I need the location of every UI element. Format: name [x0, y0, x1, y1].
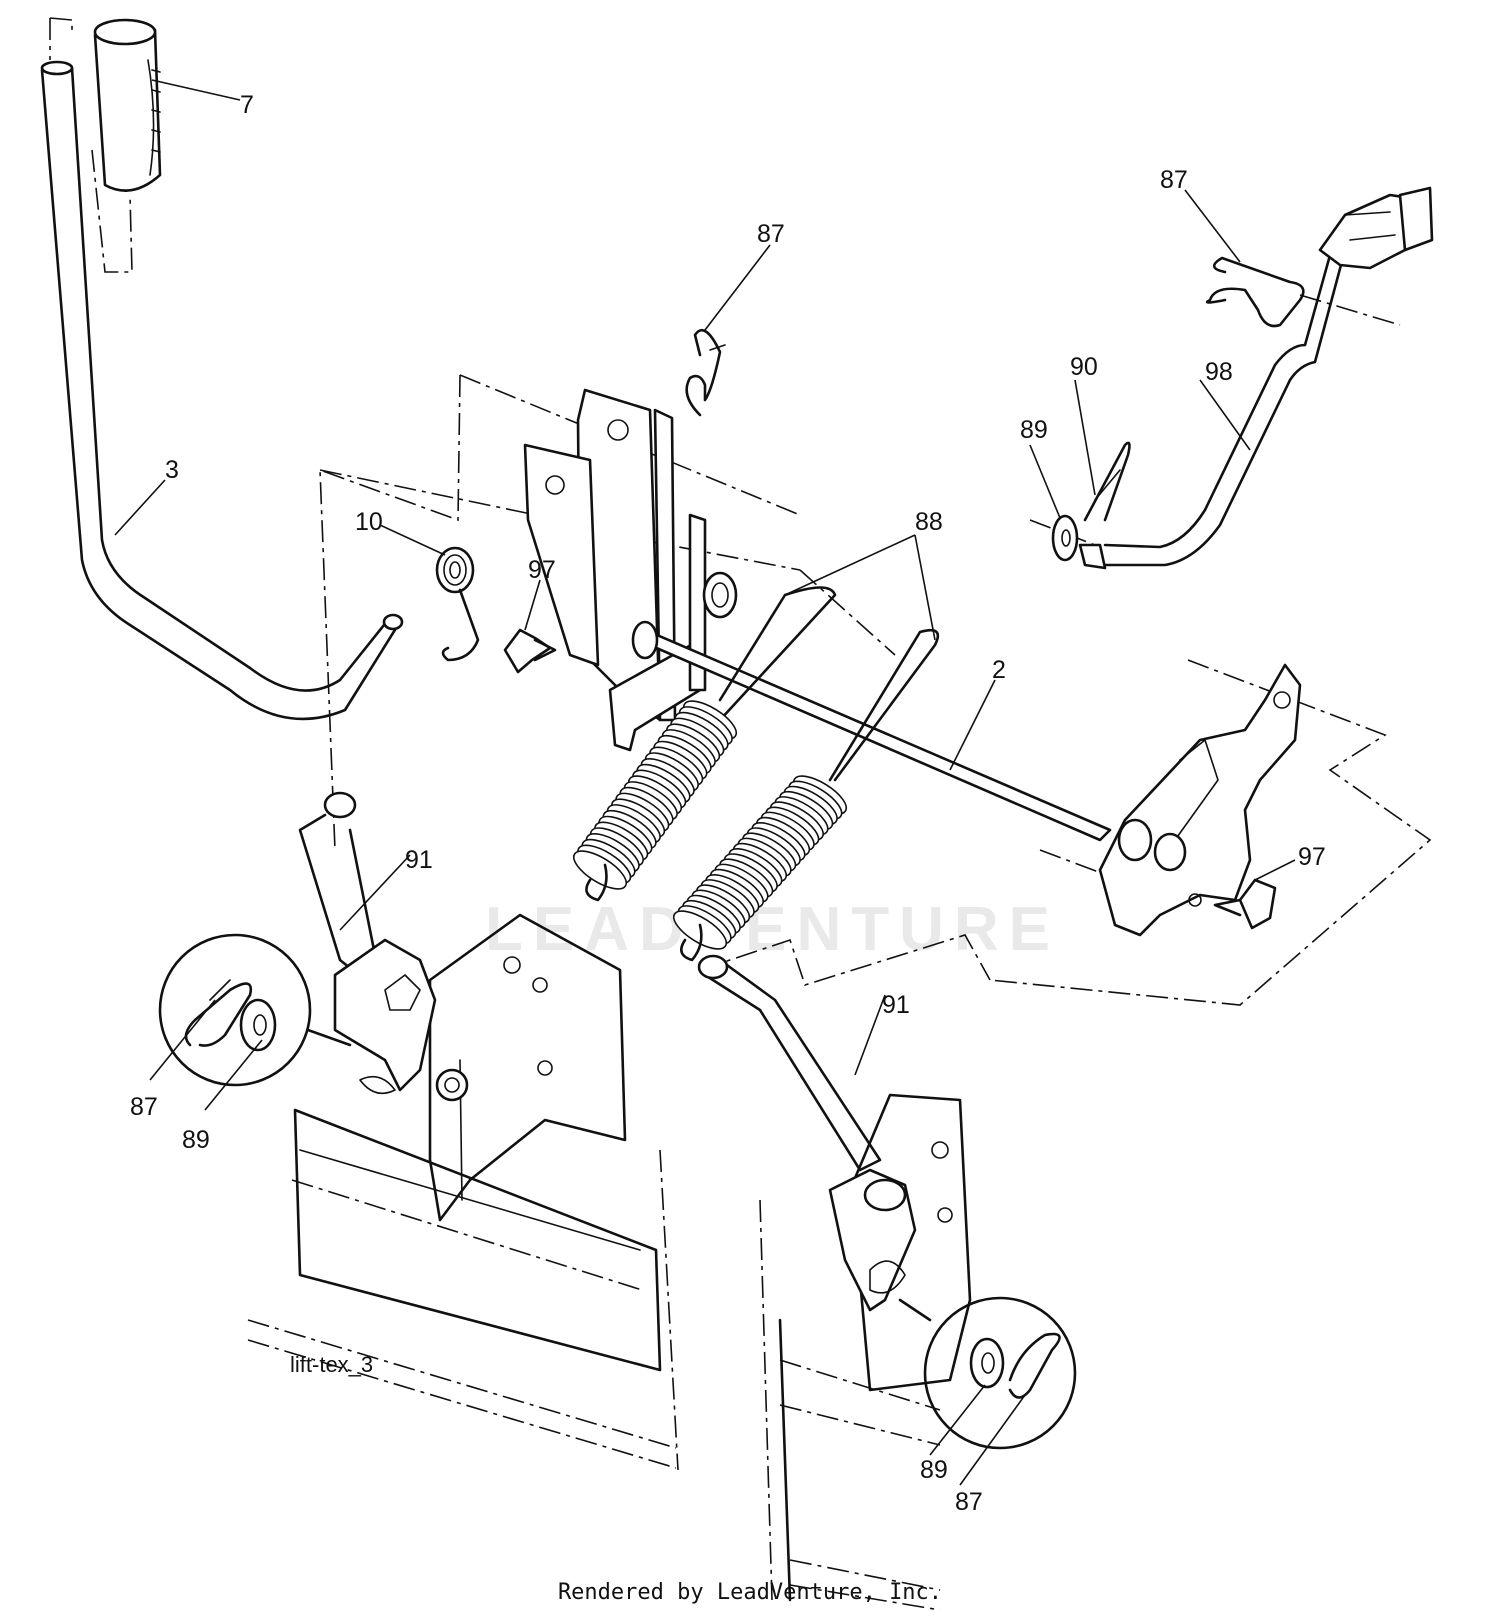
callout-7: 7 — [240, 91, 254, 119]
spring-coils-left — [572, 700, 738, 890]
leader-lines — [114, 79, 1296, 1486]
handle-grip — [93, 18, 162, 192]
render-credit: Rendered by LeadVenture, Inc. — [557, 1580, 943, 1605]
callout-90: 90 — [1070, 353, 1098, 381]
extension-spring-right — [672, 628, 940, 962]
bolt-right — [1213, 878, 1277, 930]
hairpin-clip-top — [685, 329, 726, 417]
callout-87-left-detail: 87 — [130, 1093, 158, 1121]
callout-89-right: 89 — [1020, 416, 1048, 444]
lift-handle-rod — [40, 60, 404, 721]
callout-88: 88 — [915, 508, 943, 536]
callout-87-top: 87 — [757, 220, 785, 248]
spring-coils-right — [672, 775, 848, 950]
extension-spring-left — [572, 586, 837, 902]
torsion-spring — [435, 546, 480, 662]
callout-10: 10 — [355, 508, 383, 536]
watermark: LEADVENTURE — [485, 895, 1060, 964]
callout-91-right: 91 — [882, 991, 910, 1019]
callout-labels: 7 3 87 87 10 97 88 90 98 89 2 97 91 91 8… — [130, 91, 1326, 1516]
bolt-left — [503, 628, 557, 674]
callout-97-right: 97 — [1298, 843, 1326, 871]
deck-adjust-rod — [1078, 186, 1434, 570]
callout-3: 3 — [165, 456, 179, 484]
callout-98: 98 — [1205, 358, 1233, 386]
guide-lines — [49, 17, 1432, 1611]
callout-89-left-detail: 89 — [182, 1126, 210, 1154]
hairpin-clip-right — [1205, 256, 1305, 328]
callout-87-right-detail: 87 — [955, 1488, 983, 1516]
callout-97-left: 97 — [528, 556, 556, 584]
retaining-clip-90 — [1083, 441, 1131, 522]
callout-2: 2 — [992, 656, 1006, 684]
washer-89-right — [1051, 514, 1079, 562]
detail-circle-right — [898, 1296, 1077, 1450]
diagram-code-label: lift-tex_3 — [290, 1352, 374, 1377]
callout-91-left: 91 — [405, 846, 433, 874]
center-mounting-bracket — [523, 388, 1112, 842]
callout-87-right: 87 — [1160, 166, 1188, 194]
detail-circle-left — [158, 933, 352, 1087]
lift-shaft-right-arm — [1098, 663, 1302, 937]
callout-89-right-detail: 89 — [920, 1456, 948, 1484]
lift-link-rod-left — [298, 791, 469, 1102]
lift-link-rod-right — [697, 954, 917, 1312]
spring-coil — [572, 850, 628, 890]
